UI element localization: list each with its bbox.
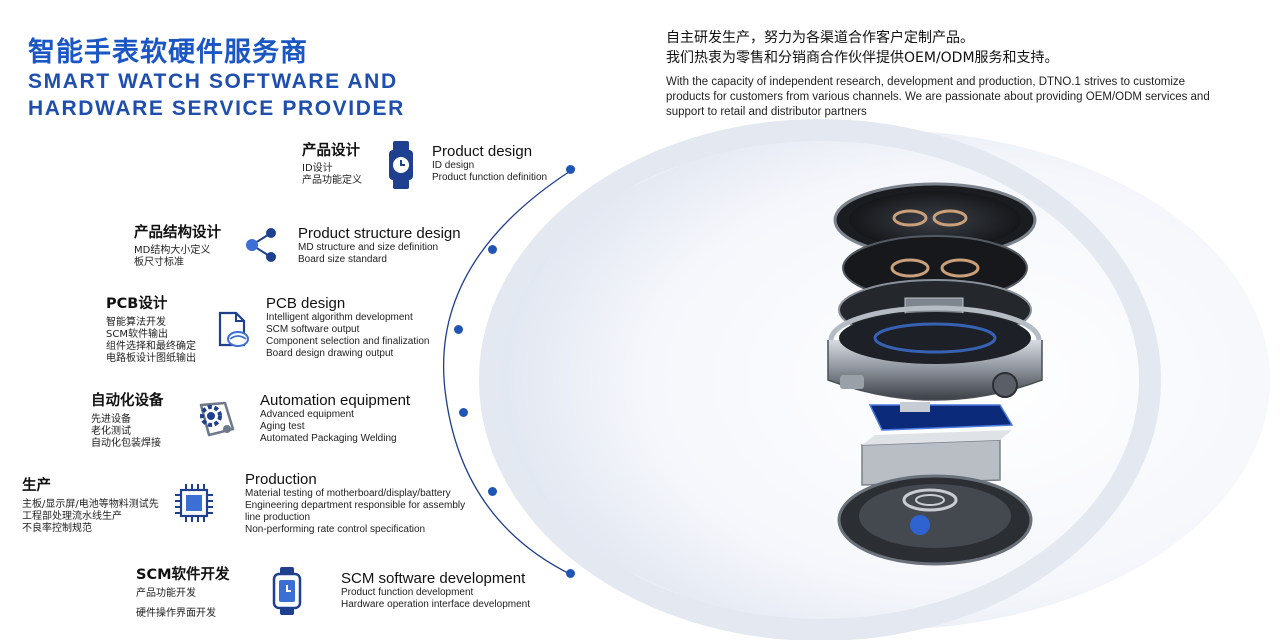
intro-en-line3: support to retail and distributor partne… (666, 106, 867, 118)
item-1-en-subs: ID design Product function definition (432, 160, 547, 184)
item-2-cn-sub: 板尺寸标准 (134, 257, 184, 268)
watch-clock-icon (386, 141, 416, 189)
item-3-cn-sub: 智能算法开发 (106, 317, 166, 328)
item-3-en-title: PCB design (266, 295, 346, 312)
item-1-cn-sub: ID设计 (302, 163, 333, 174)
item-2-cn-title: 产品结构设计 (134, 225, 221, 241)
exploded-watch-illustration (827, 182, 1043, 566)
item-3-cn-title: PCB设计 (106, 296, 168, 312)
intro-cn-line2: 我们热衷为零售和分销商合作伙伴提供OEM/ODM服务和支持。 (666, 50, 1059, 66)
item-1-en-sub: ID design (432, 160, 475, 171)
item-2-en-title: Product structure design (298, 225, 461, 242)
item-1-en-title: Product design (432, 143, 533, 160)
item-3-en-sub: Component selection and finalization (266, 336, 430, 347)
item-4-en-sub: Automated Packaging Welding (260, 433, 397, 444)
item-4-cn-sub: 自动化包装焊接 (91, 438, 161, 449)
item-5-en-title: Production (245, 471, 317, 488)
item-3-en-sub: Intelligent algorithm development (266, 312, 413, 323)
item-4-en-subs: Advanced equipment Aging test Automated … (260, 409, 397, 445)
item-3-cn-sub: 电路板设计图纸输出 (106, 353, 196, 364)
chip-icon (173, 482, 215, 524)
item-4-en-title: Automation equipment (260, 392, 411, 409)
intro-cn-line1: 自主研发生产，努力为各渠道合作客户定制产品。 (666, 30, 974, 46)
item-5-en-subs: Material testing of motherboard/display/… (245, 488, 465, 536)
item-1-cn-sub: 产品功能定义 (302, 175, 362, 186)
item-6-en-sub: Product function development (341, 587, 474, 598)
timeline-dot-1 (566, 165, 575, 174)
intro-en-line2: products for customers from various chan… (666, 91, 1210, 103)
item-4-cn-title: 自动化设备 (91, 393, 164, 409)
item-6-cn-sub: 硬件操作界面开发 (136, 608, 216, 619)
item-6-cn-subs: 产品功能开发 硬件操作界面开发 (136, 588, 216, 620)
item-2-en-sub: Board size standard (298, 254, 387, 265)
page-title-cn: 智能手表软硬件服务商 (28, 37, 308, 68)
timeline-dot-6 (566, 569, 575, 578)
item-5-cn-sub: 工程部处理流水线生产 (22, 511, 122, 522)
item-4-en-sub: Aging test (260, 421, 305, 432)
item-3-cn-sub: SCM软件输出 (106, 329, 168, 340)
timeline-dot-4 (459, 408, 468, 417)
item-2-cn-subs: MD结构大小定义 板尺寸标准 (134, 245, 210, 269)
item-6-cn-sub: 产品功能开发 (136, 588, 196, 599)
item-5-cn-title: 生产 (22, 478, 51, 494)
item-4-cn-subs: 先进设备 老化测试 自动化包装焊接 (91, 414, 161, 450)
item-5-cn-subs: 主板/显示屏/电池等物料测试先 工程部处理流水线生产 不良率控制规范 (22, 499, 159, 535)
intro-en: With the capacity of independent researc… (666, 75, 1266, 120)
item-4-cn-sub: 老化测试 (91, 426, 131, 437)
item-4-cn-sub: 先进设备 (91, 414, 131, 425)
item-2-cn-sub: MD结构大小定义 (134, 245, 211, 256)
gear-icon (195, 399, 237, 439)
item-3-en-sub: SCM software output (266, 324, 360, 335)
item-6-en-sub: Hardware operation interface development (341, 599, 530, 610)
document-icon (216, 311, 252, 349)
smartwatch-icon (271, 567, 303, 615)
timeline-dot-2 (488, 245, 497, 254)
item-3-cn-subs: 智能算法开发 SCM软件输出 组件选择和最终确定 电路板设计图纸输出 (106, 317, 196, 365)
item-5-en-sub: Engineering department responsible for a… (245, 500, 466, 511)
page-title-en-line2: HARDWARE SERVICE PROVIDER (28, 97, 405, 120)
item-2-en-sub: MD structure and size definition (298, 242, 439, 253)
item-3-en-sub: Board design drawing output (266, 348, 394, 359)
item-6-cn-title: SCM软件开发 (136, 567, 230, 583)
item-3-en-subs: Intelligent algorithm development SCM so… (266, 312, 429, 360)
item-2-en-subs: MD structure and size definition Board s… (298, 242, 438, 266)
item-5-en-sub: line production (245, 512, 311, 523)
item-5-cn-sub: 主板/显示屏/电池等物料测试先 (22, 499, 159, 510)
timeline-dot-3 (454, 325, 463, 334)
intro-en-line1: With the capacity of independent researc… (666, 76, 1186, 88)
item-1-cn-title: 产品设计 (302, 143, 360, 159)
item-4-en-sub: Advanced equipment (260, 409, 354, 420)
item-1-cn-subs: ID设计 产品功能定义 (302, 163, 362, 187)
item-1-en-sub: Product function definition (432, 172, 548, 183)
page-title-en-line1: SMART WATCH SOFTWARE AND (28, 70, 398, 93)
timeline-dot-5 (488, 487, 497, 496)
item-5-en-sub: Non-performing rate control specificatio… (245, 524, 426, 535)
item-6-en-subs: Product function development Hardware op… (341, 587, 530, 611)
item-5-cn-sub: 不良率控制规范 (22, 523, 92, 534)
share-nodes-icon (244, 226, 280, 264)
item-3-cn-sub: 组件选择和最终确定 (106, 341, 196, 352)
item-6-en-title: SCM software development (341, 570, 526, 587)
item-5-en-sub: Material testing of motherboard/display/… (245, 488, 451, 499)
